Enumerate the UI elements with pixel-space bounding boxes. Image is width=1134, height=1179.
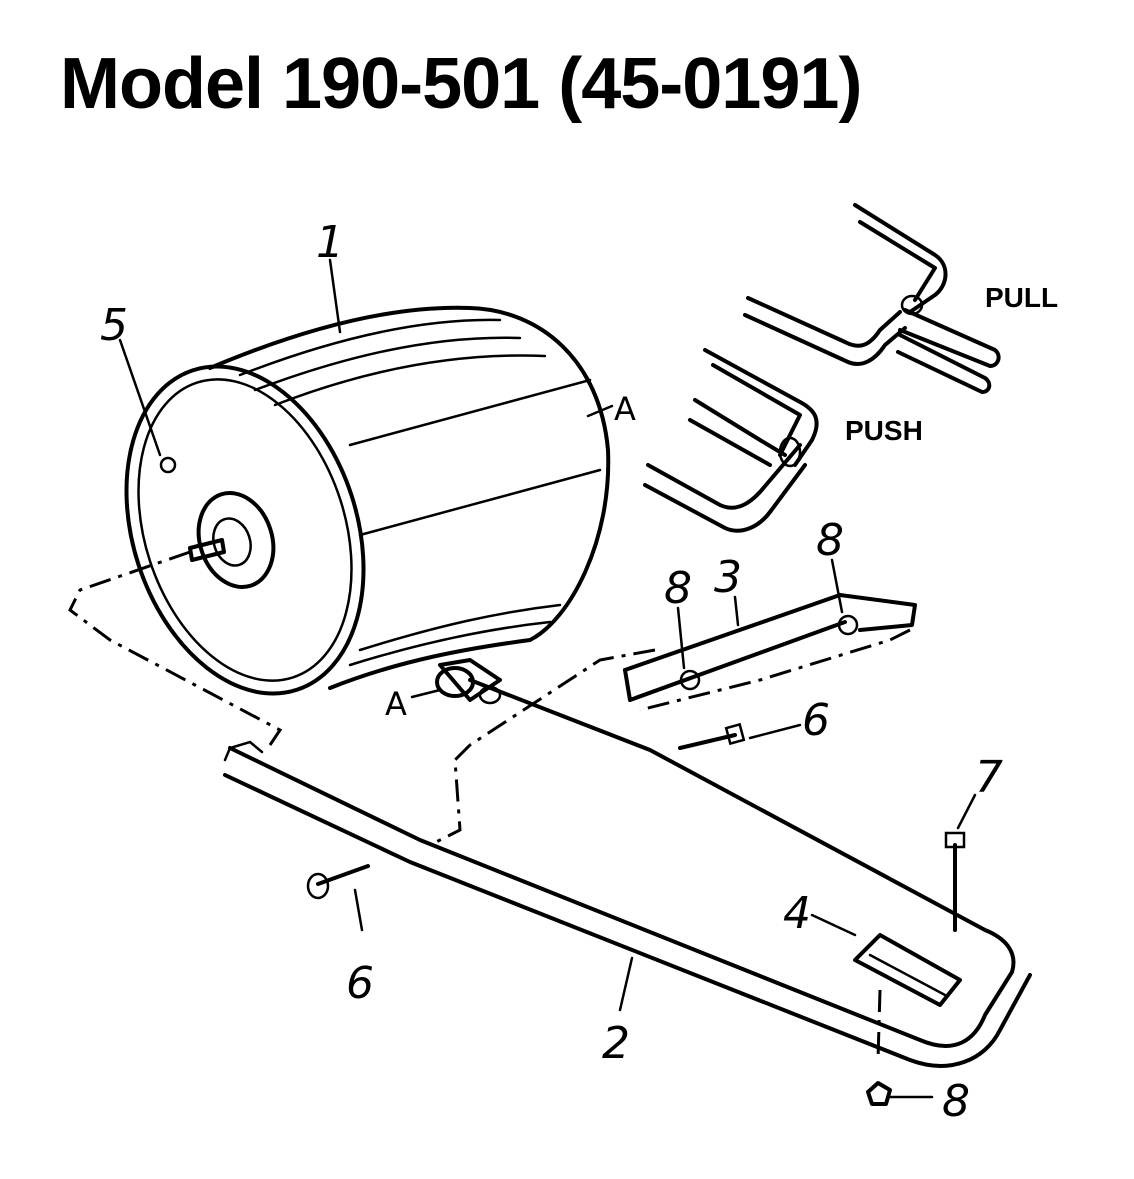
label-pull: PULL — [985, 282, 1058, 313]
label-push: PUSH — [845, 415, 923, 446]
callout-2: 2 — [602, 1018, 630, 1069]
handle-frame — [223, 658, 1032, 1068]
bolt-vertical — [944, 831, 966, 932]
callout-4: 4 — [783, 888, 811, 939]
label-a-frame: A — [385, 685, 407, 723]
brace-bar — [623, 593, 917, 702]
pull-handle — [743, 203, 1001, 394]
clamp-plate — [853, 933, 962, 1007]
callout-5: 5 — [100, 300, 128, 351]
callout-8-left: 8 — [664, 563, 692, 614]
push-handle — [643, 348, 819, 533]
callout-1: 1 — [316, 217, 344, 268]
label-a-drum: A — [614, 390, 636, 428]
callout-8-right: 8 — [816, 515, 844, 566]
callout-3: 3 — [714, 552, 742, 603]
callout-8-bottom: 8 — [942, 1076, 970, 1127]
callout-6-right: 6 — [802, 695, 830, 746]
drain-plug — [159, 456, 177, 474]
bolt-left — [306, 864, 370, 900]
callout-6-left: 6 — [346, 958, 374, 1009]
bolt-right — [678, 722, 746, 750]
callout-7: 7 — [975, 752, 1003, 803]
locknut — [866, 1081, 892, 1106]
roller-drum — [124, 305, 611, 696]
page-title: Model 190-501 (45-0191) — [60, 44, 862, 124]
